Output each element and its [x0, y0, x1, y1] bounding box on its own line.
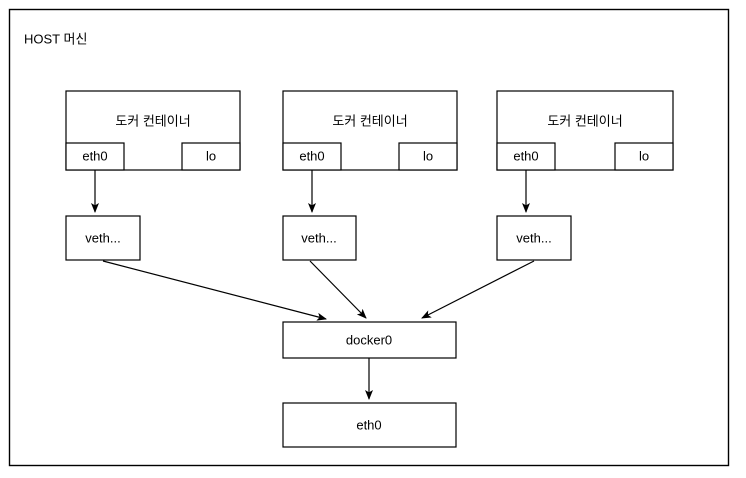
container-2-lo-box[interactable]	[398, 142, 458, 171]
edge-veth1-to-docker0	[102, 260, 327, 321]
veth-1-box[interactable]	[65, 215, 141, 261]
container-2-eth0-label: eth0	[299, 148, 324, 163]
edge-veth2-to-docker0	[309, 260, 367, 319]
container-1-eth0-label: eth0	[82, 148, 107, 163]
veth-2-label: veth...	[301, 230, 336, 245]
container-3-title: 도커 컨테이너	[547, 113, 622, 128]
container-2-eth0-box[interactable]	[282, 142, 342, 171]
docker0-label: docker0	[346, 332, 392, 347]
host-machine-label: HOST 머신	[24, 31, 87, 46]
host-eth0[interactable]: eth0	[282, 402, 457, 448]
veth-3-box[interactable]	[496, 215, 572, 261]
host-eth0-label: eth0	[356, 417, 381, 432]
veth-2-box[interactable]	[282, 215, 357, 261]
container-2-lo-label: lo	[423, 148, 433, 163]
veth-2[interactable]: veth...	[282, 215, 357, 261]
veth-1[interactable]: veth...	[65, 215, 141, 261]
container-3-lo-label: lo	[639, 148, 649, 163]
container-2-title: 도커 컨테이너	[332, 113, 407, 128]
docker-container-1[interactable]: 도커 컨테이너 eth0 lo	[65, 90, 241, 171]
container-3-lo-box[interactable]	[614, 142, 674, 171]
veth-3-label: veth...	[516, 230, 551, 245]
docker-container-3[interactable]: 도커 컨테이너 eth0 lo	[496, 90, 674, 171]
docker0-bridge[interactable]: docker0	[282, 321, 457, 359]
docker-container-2[interactable]: 도커 컨테이너 eth0 lo	[282, 90, 458, 171]
docker0-box[interactable]	[282, 321, 457, 359]
veth-3[interactable]: veth...	[496, 215, 572, 261]
container-3-eth0-label: eth0	[513, 148, 538, 163]
container-1-lo-label: lo	[206, 148, 216, 163]
container-1-title: 도커 컨테이너	[115, 113, 190, 128]
veth-1-label: veth...	[85, 230, 120, 245]
edge-veth3-to-docker0	[421, 260, 535, 319]
container-1-lo-box[interactable]	[181, 142, 241, 171]
host-eth0-box[interactable]	[282, 402, 457, 448]
